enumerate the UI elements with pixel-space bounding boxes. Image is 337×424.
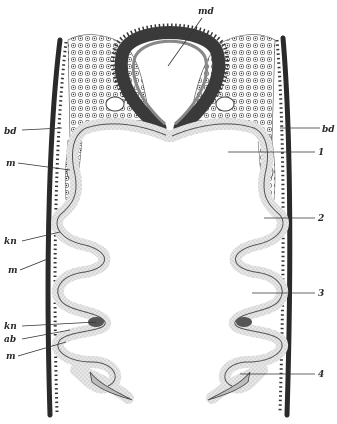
label-bd-right: bd [322, 125, 335, 135]
label-md: md [198, 7, 215, 17]
left-blood-vessel-upper [106, 97, 124, 111]
label-1: 1 [318, 148, 324, 158]
label-kn-upper: kn [4, 237, 17, 247]
label-m-lower: m [6, 352, 16, 362]
label-m-upper: m [6, 159, 16, 169]
label-kn-lower: kn [4, 322, 17, 332]
label-ab: ab [4, 335, 16, 345]
label-2: 2 [317, 214, 324, 224]
right-ab-structure [236, 317, 252, 327]
leader-m1 [18, 163, 70, 170]
label-4: 4 [318, 370, 324, 380]
right-intestinal-wall [172, 124, 283, 398]
label-3: 3 [318, 289, 324, 299]
label-bd-left: bd [4, 127, 17, 137]
leader-m2 [20, 258, 50, 270]
label-m-middle: m [8, 266, 18, 276]
leader-bd-left [22, 128, 62, 130]
right-blood-vessel-upper [216, 97, 234, 111]
left-intestinal-wall [57, 124, 168, 398]
